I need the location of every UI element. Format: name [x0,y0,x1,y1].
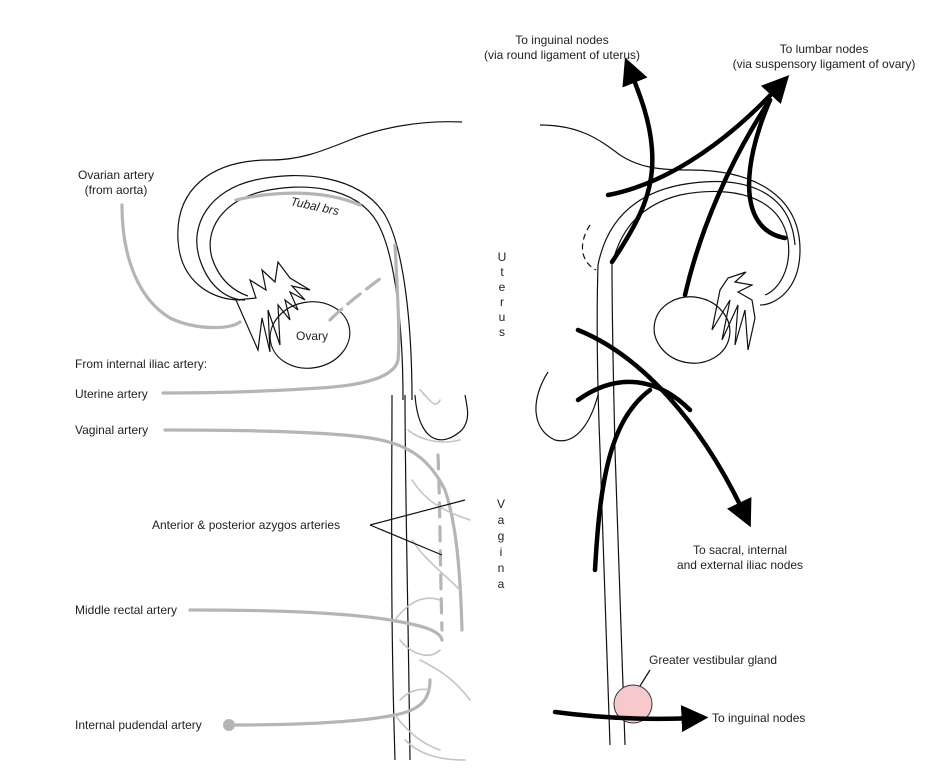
label-internal-pudendal: Internal pudendal artery [75,718,202,732]
ovary-right [653,271,756,364]
azygos-arteries [411,453,471,632]
label-ovarian-2: (from aorta) [85,183,148,197]
uterus-letter: U [498,250,507,264]
label-middle-rectal: Middle rectal artery [75,603,177,617]
label-inguinal-round-1: To inguinal nodes [515,33,608,47]
vagina-letter: V [497,497,505,511]
middle-rectal-artery [188,597,444,656]
label-uterine-artery: Uterine artery [75,387,148,401]
vagina-letter: i [500,545,503,559]
ovary-left [235,260,351,369]
label-from-internal-iliac: From internal iliac artery: [75,357,207,371]
vaginal-artery [163,428,464,632]
lymph-sacral-iliac [575,327,752,573]
internal-pudendal-artery [223,389,471,761]
label-vestibular-gland: Greater vestibular gland [649,653,777,667]
uterus-letter: t [500,265,504,279]
uterus-letter: r [500,295,504,309]
vagina-letter: n [498,561,505,575]
left-anatomy-outline [177,121,469,761]
label-inguinal-bottom: To inguinal nodes [712,711,805,725]
label-ovarian-1: Ovarian artery [78,168,154,182]
uterus-letter: e [499,280,506,294]
lymph-vestibular [552,669,709,733]
label-vagina-vertical: V a g i n a [497,497,505,591]
lymph-round-ligament [609,57,655,265]
label-vaginal-artery: Vaginal artery [75,423,148,437]
label-inguinal-round-2: (via round ligament of uterus) [484,48,640,62]
label-lumbar-1: To lumbar nodes [780,42,869,56]
label-sacral-2: and external iliac nodes [677,558,803,572]
vagina-letter: a [498,513,505,527]
uterus-letter: s [499,325,505,339]
vagina-letter: g [498,529,505,543]
lymph-suspensory-ligament [605,75,790,298]
uterine-artery [161,243,401,395]
label-sacral-1: To sacral, internal [693,543,787,557]
right-anatomy-outline [535,124,801,746]
uterus-letter: u [499,310,506,324]
label-uterus-vertical: U t e r u s [498,250,507,339]
ovarian-artery [120,191,387,330]
greater-vestibular-gland [613,684,653,724]
label-azygos: Anterior & posterior azygos arteries [152,518,340,532]
azygos-pointer-lines [369,499,466,556]
label-lumbar-2: (via suspensory ligament of ovary) [733,57,916,71]
vagina-letter: a [498,577,505,591]
label-ovary: Ovary [296,329,328,343]
